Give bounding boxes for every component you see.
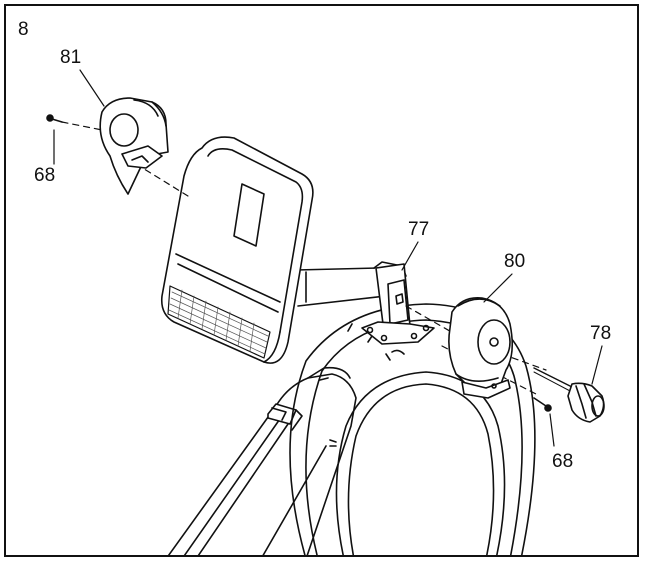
step-number: 8 — [18, 19, 29, 40]
part-label-68-right: 68 — [552, 451, 574, 472]
speaker-grille — [167, 285, 271, 359]
diagram-frame: 8 81 68 77 80 78 68 — [4, 4, 639, 557]
right-cover-80 — [448, 296, 514, 399]
upright-post — [167, 366, 357, 555]
screw-68-left — [46, 114, 63, 123]
part-label-68-left: 68 — [34, 165, 56, 186]
screw-68-right — [533, 397, 552, 412]
knob-78 — [533, 367, 605, 423]
assembly-drawing — [46, 69, 605, 555]
left-cover-81 — [99, 97, 169, 195]
part-label-77: 77 — [408, 219, 430, 240]
leader-lines — [53, 69, 603, 447]
part-label-81: 81 — [60, 47, 82, 68]
display-window — [233, 183, 265, 247]
part-label-78: 78 — [590, 323, 612, 344]
mounting-bracket-77 — [361, 263, 435, 345]
circular-housing — [289, 303, 536, 555]
part-label-80: 80 — [504, 251, 526, 272]
